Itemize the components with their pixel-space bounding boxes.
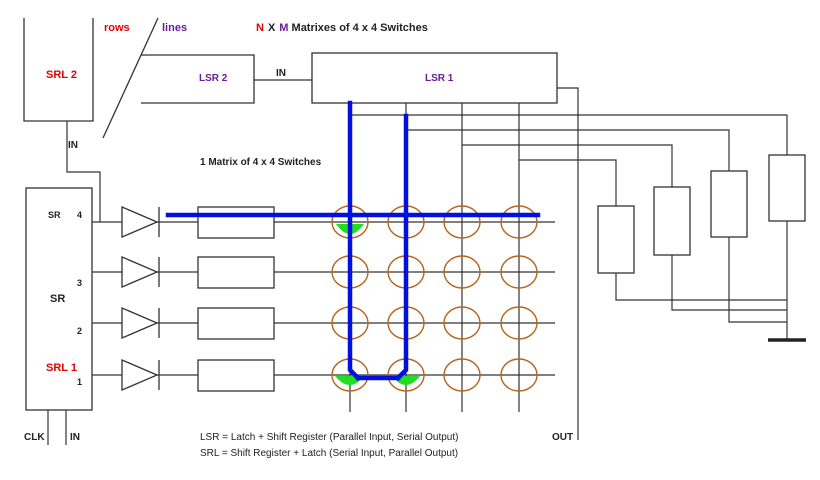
switch-r3-c4 bbox=[500, 255, 538, 289]
resistor-3 bbox=[710, 170, 748, 238]
row-diodes bbox=[121, 206, 160, 391]
diode-row-4 bbox=[121, 206, 160, 238]
column-resistor-bus bbox=[350, 114, 788, 206]
pulldown-resistors bbox=[597, 154, 806, 274]
resistor-1 bbox=[597, 205, 635, 274]
switch-r4-c3 bbox=[443, 205, 481, 239]
resistor-4 bbox=[768, 154, 806, 222]
srl2-label: SRL 2 bbox=[46, 69, 77, 81]
row-3-pin: 3 bbox=[77, 278, 82, 288]
sr-block-label: SR bbox=[50, 293, 65, 305]
lsr1-output-wire bbox=[557, 87, 579, 440]
rows-lines-divider bbox=[102, 17, 159, 139]
row-4-pin: 4 bbox=[77, 210, 82, 220]
row-resistor-2 bbox=[197, 307, 275, 340]
diode-row-2 bbox=[121, 307, 160, 339]
lsr1-in-label: IN bbox=[276, 68, 286, 79]
lines-label: lines bbox=[162, 22, 187, 34]
highlight-column-1 bbox=[347, 100, 362, 382]
srl2-in-wire bbox=[66, 121, 101, 222]
row-1-pin: 1 bbox=[77, 377, 82, 387]
switch-r2-c3 bbox=[443, 306, 481, 340]
diode-row-1 bbox=[121, 359, 160, 391]
resistor-2 bbox=[653, 186, 691, 256]
diode-row-3 bbox=[121, 256, 160, 288]
srl2-in-label: IN bbox=[68, 140, 78, 151]
srl2-block bbox=[23, 18, 94, 122]
switch-r4-c4 bbox=[500, 205, 538, 239]
clk-label: CLK bbox=[24, 432, 45, 443]
sr-block bbox=[25, 187, 93, 411]
lsr-definition: LSR = Latch + Shift Register (Parallel I… bbox=[200, 432, 458, 443]
matrix-columns bbox=[349, 103, 520, 412]
sr-top-label: SR bbox=[48, 210, 61, 220]
row-resistors bbox=[197, 206, 275, 392]
lsr2-block bbox=[141, 54, 255, 104]
srl1-label: SRL 1 bbox=[46, 362, 77, 374]
switch-r2-c4 bbox=[500, 306, 538, 340]
srl-definition: SRL = Shift Register + Latch (Serial Inp… bbox=[200, 448, 458, 459]
row-resistor-1 bbox=[197, 359, 275, 392]
x-letter: X bbox=[268, 22, 276, 34]
rows-label: rows bbox=[104, 22, 130, 34]
highlight-path bbox=[165, 100, 541, 382]
row-resistor-3 bbox=[197, 256, 275, 289]
highlight-column-2 bbox=[394, 113, 409, 382]
matrices-title-text: Matrixes of 4 x 4 Switches bbox=[288, 22, 427, 34]
ground-bus bbox=[615, 221, 788, 340]
m-letter: M bbox=[279, 22, 288, 34]
out-label: OUT bbox=[552, 432, 573, 443]
matrix-title: 1 Matrix of 4 x 4 Switches bbox=[200, 157, 322, 168]
n-letter: N bbox=[256, 22, 264, 34]
switch-r3-c3 bbox=[443, 255, 481, 289]
switch-grid bbox=[331, 205, 538, 392]
in-bottom-label: IN bbox=[70, 432, 80, 443]
row-resistor-4 bbox=[197, 206, 275, 239]
lsr1-label: LSR 1 bbox=[425, 73, 454, 84]
switch-r1-c4 bbox=[500, 358, 538, 392]
switch-r1-c3 bbox=[443, 358, 481, 392]
lsr1-block bbox=[311, 52, 558, 104]
row-2-pin: 2 bbox=[77, 326, 82, 336]
matrix-rows bbox=[92, 221, 555, 376]
lsr2-label: LSR 2 bbox=[199, 73, 228, 84]
